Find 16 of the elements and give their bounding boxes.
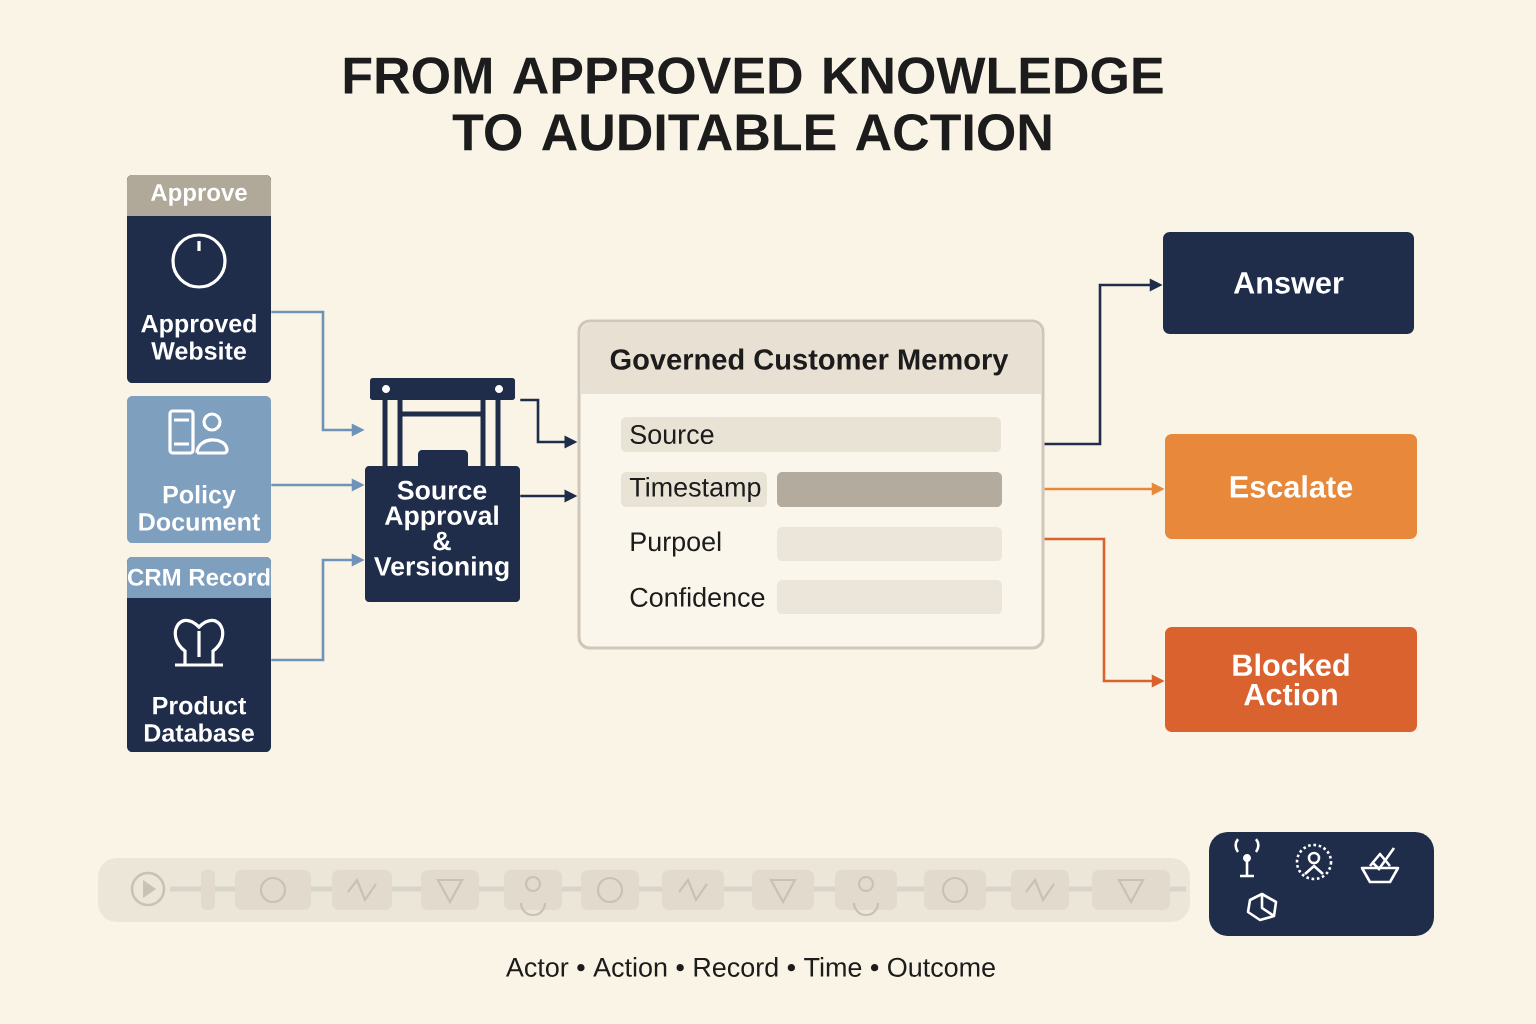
caption-text: Actor • Action • Record • Time • Outcome — [505, 957, 995, 977]
source-card: Policy Document — [127, 396, 271, 543]
outcome-box: Answer — [1163, 232, 1414, 334]
approval-station: Source Approval & Versioning — [365, 378, 520, 602]
node-label: Confidence — [630, 587, 765, 607]
memory-field: Purpoel — [631, 527, 1002, 561]
memory-field: Timestamp — [621, 472, 1002, 507]
title: FROM APPROVED KNOWLEDGE TO AUDITABLE ACTION — [344, 57, 1163, 151]
outcome-box: Escalate — [1165, 434, 1417, 539]
node-label: Purpoel — [631, 531, 721, 557]
memory-field: Confidence — [630, 580, 1002, 614]
node-label: Timestamp — [629, 476, 761, 503]
source-card: Approve Approved Website — [127, 175, 271, 383]
memory-field: Source — [621, 417, 1001, 452]
outcome-box: Blocked Action — [1165, 627, 1417, 732]
source-card: CRM Record Product Database — [127, 557, 271, 752]
